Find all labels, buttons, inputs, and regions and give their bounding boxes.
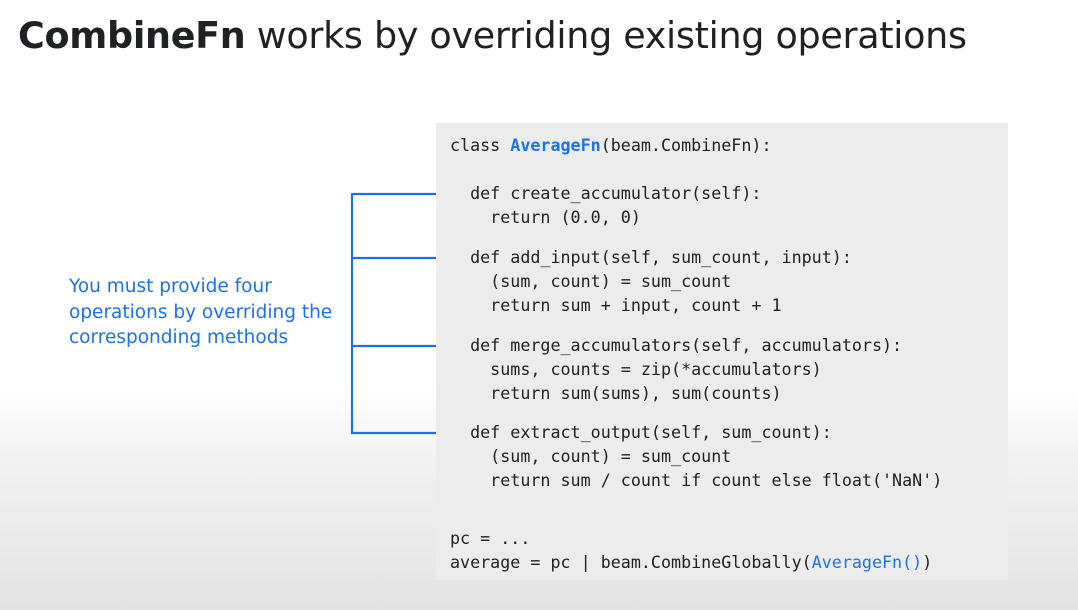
code-line: pc = ... bbox=[450, 528, 531, 548]
code-line: (sum, count) = sum_count bbox=[450, 271, 732, 291]
title-strong: CombineFn bbox=[18, 14, 246, 57]
code-block-averagefn: class AverageFn(beam.CombineFn): def cre… bbox=[436, 123, 1008, 507]
slide-title: CombineFn works by overriding existing o… bbox=[18, 14, 967, 57]
code-line: sums, counts = zip(*accumulators) bbox=[450, 359, 822, 379]
title-rest: works by overriding existing operations bbox=[245, 14, 967, 57]
code-usage-text: pc = ... average = pc | beam.CombineGlob… bbox=[450, 528, 932, 608]
code-line: def merge_accumulators(self, accumulator… bbox=[450, 335, 903, 355]
code-line-usage: average = pc | beam.CombineGlobally(Aver… bbox=[450, 552, 933, 572]
averagefn-call: AverageFn() bbox=[811, 552, 923, 572]
code-line: (sum, count) = sum_count bbox=[450, 446, 732, 466]
code-line: return sum / count if count else float('… bbox=[450, 470, 943, 490]
code-line: def extract_output(self, sum_count): bbox=[450, 422, 832, 442]
code-line-class: class AverageFn(beam.CombineFn): bbox=[450, 135, 772, 155]
code-block-usage: pc = ... average = pc | beam.CombineGlob… bbox=[436, 515, 1008, 580]
callout-text: You must provide four operations by over… bbox=[69, 276, 333, 348]
code-line: return (0.0, 0) bbox=[450, 207, 641, 227]
code-line: return sum + input, count + 1 bbox=[450, 295, 782, 315]
code-line: def create_accumulator(self): bbox=[450, 183, 762, 203]
code-line: return sum(sums), sum(counts) bbox=[450, 383, 782, 403]
class-name: AverageFn bbox=[510, 135, 601, 155]
code-line: def add_input(self, sum_count, input): bbox=[450, 247, 852, 267]
code-main-text: class AverageFn(beam.CombineFn): def cre… bbox=[450, 135, 942, 490]
